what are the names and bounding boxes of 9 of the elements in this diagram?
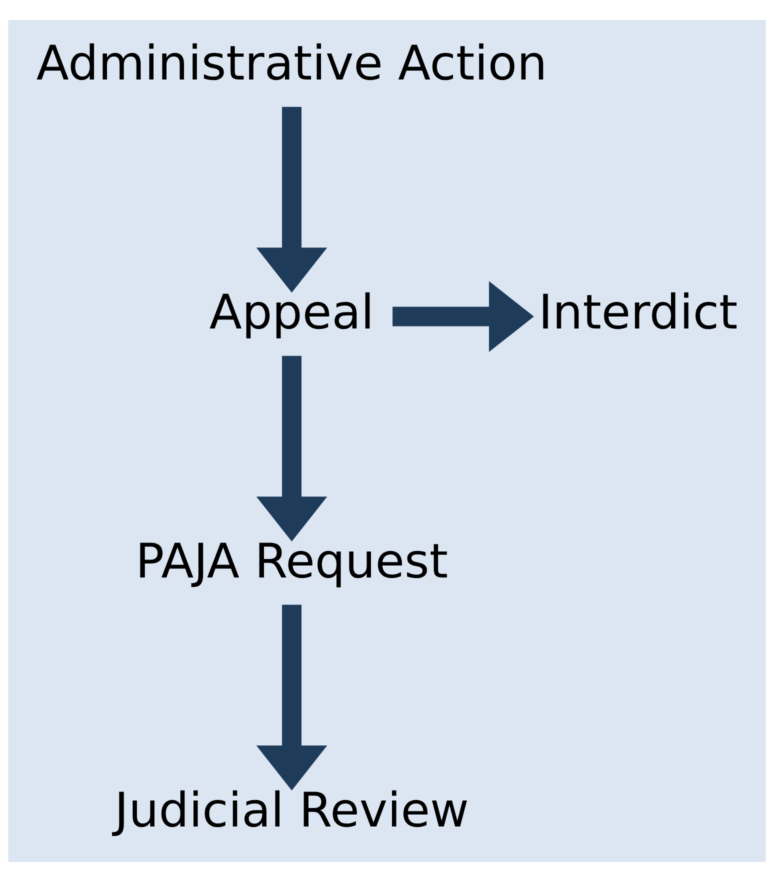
node-text: Interdict bbox=[538, 285, 738, 340]
arrow bbox=[392, 280, 534, 352]
arrow bbox=[256, 604, 328, 790]
node-text: Appeal bbox=[209, 285, 374, 340]
node-text: PAJA Request bbox=[135, 534, 448, 590]
node-text: Judicial Review bbox=[114, 783, 469, 838]
arrow bbox=[256, 106, 328, 292]
arrow bbox=[256, 355, 328, 542]
node-text: Administrative Action bbox=[36, 36, 548, 92]
